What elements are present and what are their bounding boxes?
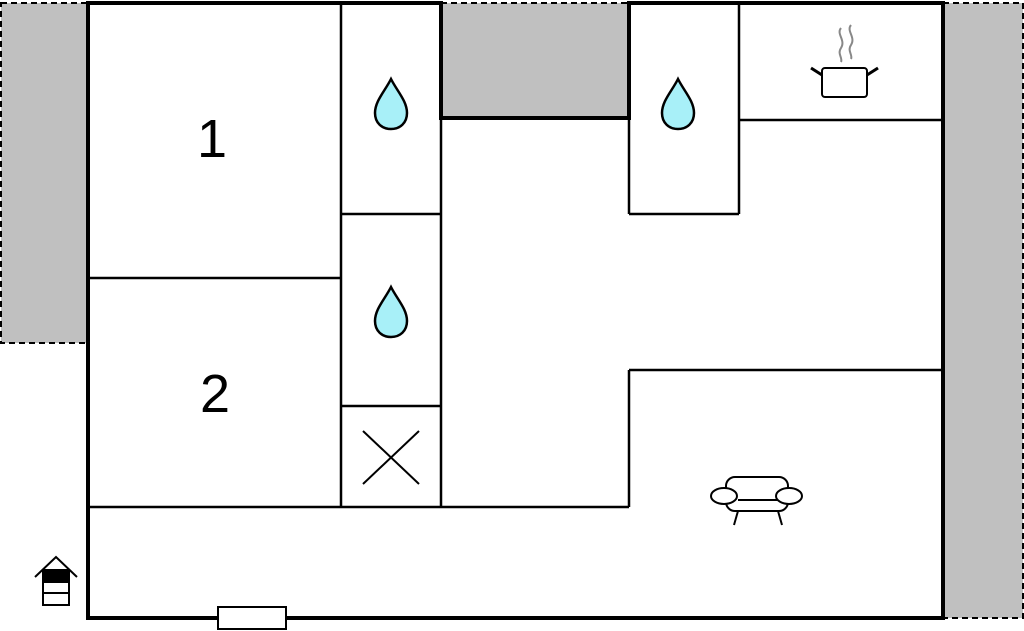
house-entrance-icon bbox=[34, 555, 78, 606]
outer-walls bbox=[86, 1, 945, 620]
armchair-icon bbox=[710, 476, 803, 526]
interior-walls bbox=[88, 3, 943, 509]
room-label-1: 1 bbox=[197, 109, 227, 169]
right-terrace bbox=[942, 2, 1024, 619]
room-label-2: 2 bbox=[200, 364, 230, 424]
door-rectangle bbox=[217, 606, 287, 630]
cooking-pot-icon bbox=[810, 24, 879, 98]
water-drop-icon bbox=[373, 76, 409, 131]
exterior-areas bbox=[0, 2, 1024, 619]
water-drop-icon bbox=[373, 284, 409, 339]
outer-wall bbox=[86, 1, 945, 620]
water-drop-icon bbox=[660, 76, 696, 131]
left-terrace bbox=[0, 2, 89, 344]
cross-icon bbox=[362, 430, 420, 485]
top-balcony bbox=[440, 2, 630, 119]
